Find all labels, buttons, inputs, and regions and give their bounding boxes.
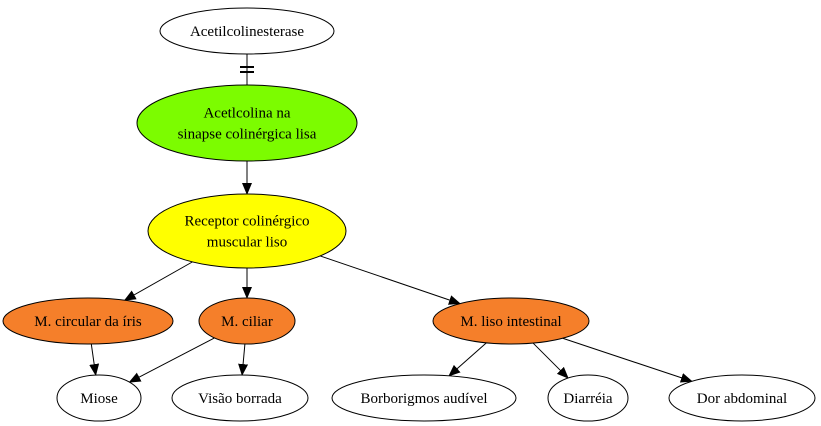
node-label: Borborigmos audível: [360, 391, 487, 407]
edge-line: [448, 342, 487, 377]
node-label: muscular liso: [207, 235, 287, 251]
node-ellipse: [171, 374, 309, 422]
edge-line: [128, 337, 215, 383]
node-label: Diarréia: [563, 391, 612, 407]
node-label: M. ciliar: [221, 314, 273, 330]
node-ellipse: [136, 84, 358, 162]
node-ciliar: M. ciliar: [198, 297, 296, 345]
node-liso-intestinal: M. liso intestinal: [432, 297, 590, 345]
node-ellipse: [56, 374, 142, 422]
node-label: Dor abdominal: [697, 391, 787, 407]
node-borborigmos: Borborigmos audível: [331, 374, 517, 422]
node-ellipse: [331, 374, 517, 422]
edge-liso-intestinal-to-borborigmos: [448, 342, 487, 377]
node-ellipse: [432, 297, 590, 345]
edge-liso-intestinal-to-dor-abdominal: [562, 337, 693, 383]
node-label: M. liso intestinal: [460, 314, 561, 330]
node-ellipse: [2, 297, 174, 345]
edge-ciliar-to-visao-borrada: [238, 343, 249, 377]
node-ellipse: [547, 374, 629, 422]
edge-line: [562, 337, 693, 383]
edge-line: [238, 343, 249, 377]
node-label: Miose: [80, 391, 118, 407]
node-label: M. circular da íris: [34, 314, 142, 330]
edge-receptor-to-liso-intestinal: [319, 255, 461, 305]
node-label: Visão borrada: [198, 391, 282, 407]
node-label: Receptor colinérgico: [184, 214, 309, 230]
node-dor-abdominal: Dor abdominal: [668, 374, 816, 422]
edge-circular-iris-to-miose: [89, 343, 100, 377]
edge-liso-intestinal-to-diarreia: [532, 342, 569, 379]
edge-line: [319, 255, 461, 305]
node-receptor: Receptor colinérgico muscular liso: [147, 193, 347, 269]
node-diarreia: Diarréia: [547, 374, 629, 422]
node-circular-iris: M. circular da íris: [2, 297, 174, 345]
node-ellipse: [147, 193, 347, 269]
edge-line: [532, 342, 569, 379]
edge-receptor-to-circular-iris: [123, 261, 193, 301]
node-label: Acetilcolinesterase: [190, 24, 304, 40]
edges-layer: [89, 54, 693, 383]
edge-acetilcolinesterase-to-acetilcolina: [240, 54, 254, 85]
node-ellipse: [198, 297, 296, 345]
edge-line: [89, 343, 100, 377]
edge-ciliar-to-miose: [128, 337, 215, 383]
node-ellipse: [668, 374, 816, 422]
node-label: Acetlcolina na: [203, 106, 290, 122]
node-visao-borrada: Visão borrada: [171, 374, 309, 422]
edge-line: [123, 261, 193, 301]
node-ellipse: [159, 7, 335, 55]
node-miose: Miose: [56, 374, 142, 422]
node-acetilcolina: Acetlcolina na sinapse colinérgica lisa: [136, 84, 358, 162]
node-acetilcolinesterase: Acetilcolinesterase: [159, 7, 335, 55]
node-label: sinapse colinérgica lisa: [178, 127, 317, 143]
